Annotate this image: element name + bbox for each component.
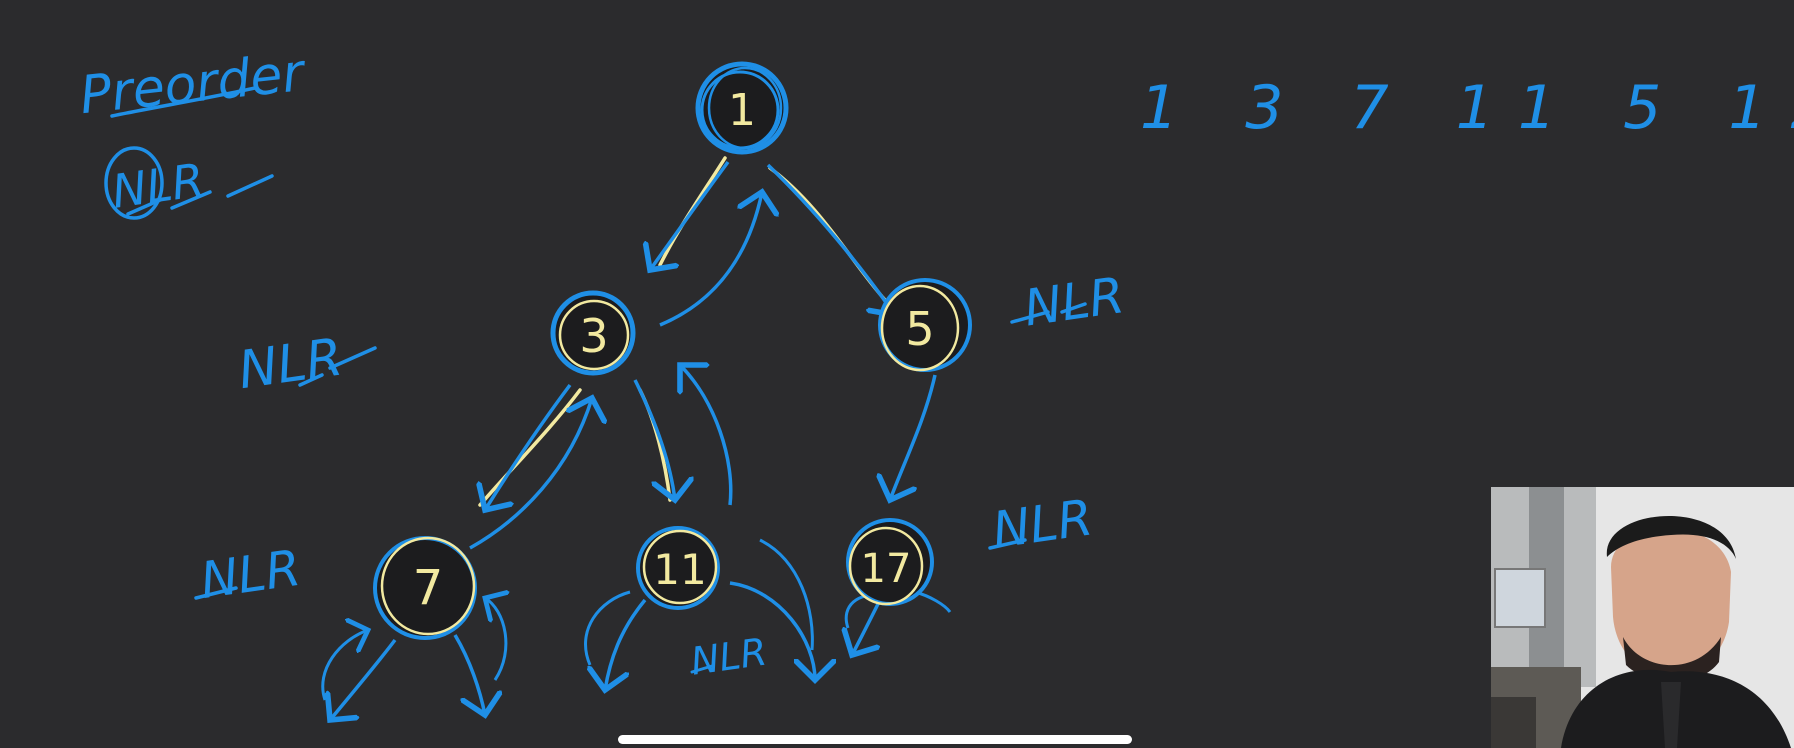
nlr-annotation: NLR xyxy=(1021,266,1128,337)
edge-3-11 xyxy=(638,388,672,502)
node-label: 11 xyxy=(653,545,706,594)
traversal-output: 1 3 7 11 5 12 xyxy=(1140,73,1794,143)
nlr-underline xyxy=(194,586,238,600)
tree-node: 11 xyxy=(636,526,720,610)
nlr-annotation: NLR xyxy=(989,488,1096,559)
tree-node: 1 xyxy=(695,61,789,155)
nlr-annotation: NLR xyxy=(688,630,769,684)
arrow-left-back-to-root xyxy=(659,192,762,327)
tree-node: 7 xyxy=(373,536,477,640)
node-label: 5 xyxy=(905,302,934,356)
nlr-underline xyxy=(298,346,377,387)
node-label: 3 xyxy=(579,309,608,363)
nlr-annotation: NLR xyxy=(197,539,304,610)
tree-node: 5 xyxy=(878,278,972,372)
home-indicator-bar[interactable] xyxy=(618,735,1132,744)
arrow-11-null-right-loop xyxy=(759,538,814,651)
arrow-7-null-left xyxy=(330,638,397,720)
arrow-7-null-right xyxy=(453,634,485,715)
arrow-3-to-11 xyxy=(633,379,675,500)
title-underline xyxy=(110,86,257,118)
arrow-root-to-right xyxy=(766,163,895,315)
arrow-11-null-right xyxy=(729,581,815,680)
webcam-overlay xyxy=(1491,487,1794,748)
node-circle-highlight xyxy=(104,146,164,220)
arrow-17-null-left xyxy=(852,599,882,655)
nlr-underline xyxy=(988,538,1027,550)
tree-node: 3 xyxy=(550,290,636,376)
arrow-root-to-left xyxy=(650,160,730,270)
arrow-11-back-to-3 xyxy=(680,365,733,506)
arrow-7-back-to-3 xyxy=(469,398,592,550)
edge-3-7 xyxy=(478,388,582,507)
node-label: 1 xyxy=(728,85,756,136)
arrow-11-null-left xyxy=(605,598,647,690)
node-label: 7 xyxy=(413,560,444,616)
nlr-underline xyxy=(1010,302,1087,324)
arrow-7-null-right-back xyxy=(485,598,506,681)
presenter-video-icon xyxy=(1491,487,1794,748)
arrow-5-to-17 xyxy=(890,374,937,500)
nlr-underline xyxy=(690,664,714,674)
arrow-11-null-left-loop xyxy=(584,590,631,666)
tree-node: 17 xyxy=(846,518,934,606)
node-label: 17 xyxy=(861,546,912,592)
arrow-7-null-left-back xyxy=(321,630,368,701)
nlr-annotation: NLR xyxy=(235,327,346,401)
title-text: Preorder xyxy=(77,43,310,126)
order-label-underline xyxy=(126,174,274,216)
arrow-3-to-7 xyxy=(485,383,572,510)
